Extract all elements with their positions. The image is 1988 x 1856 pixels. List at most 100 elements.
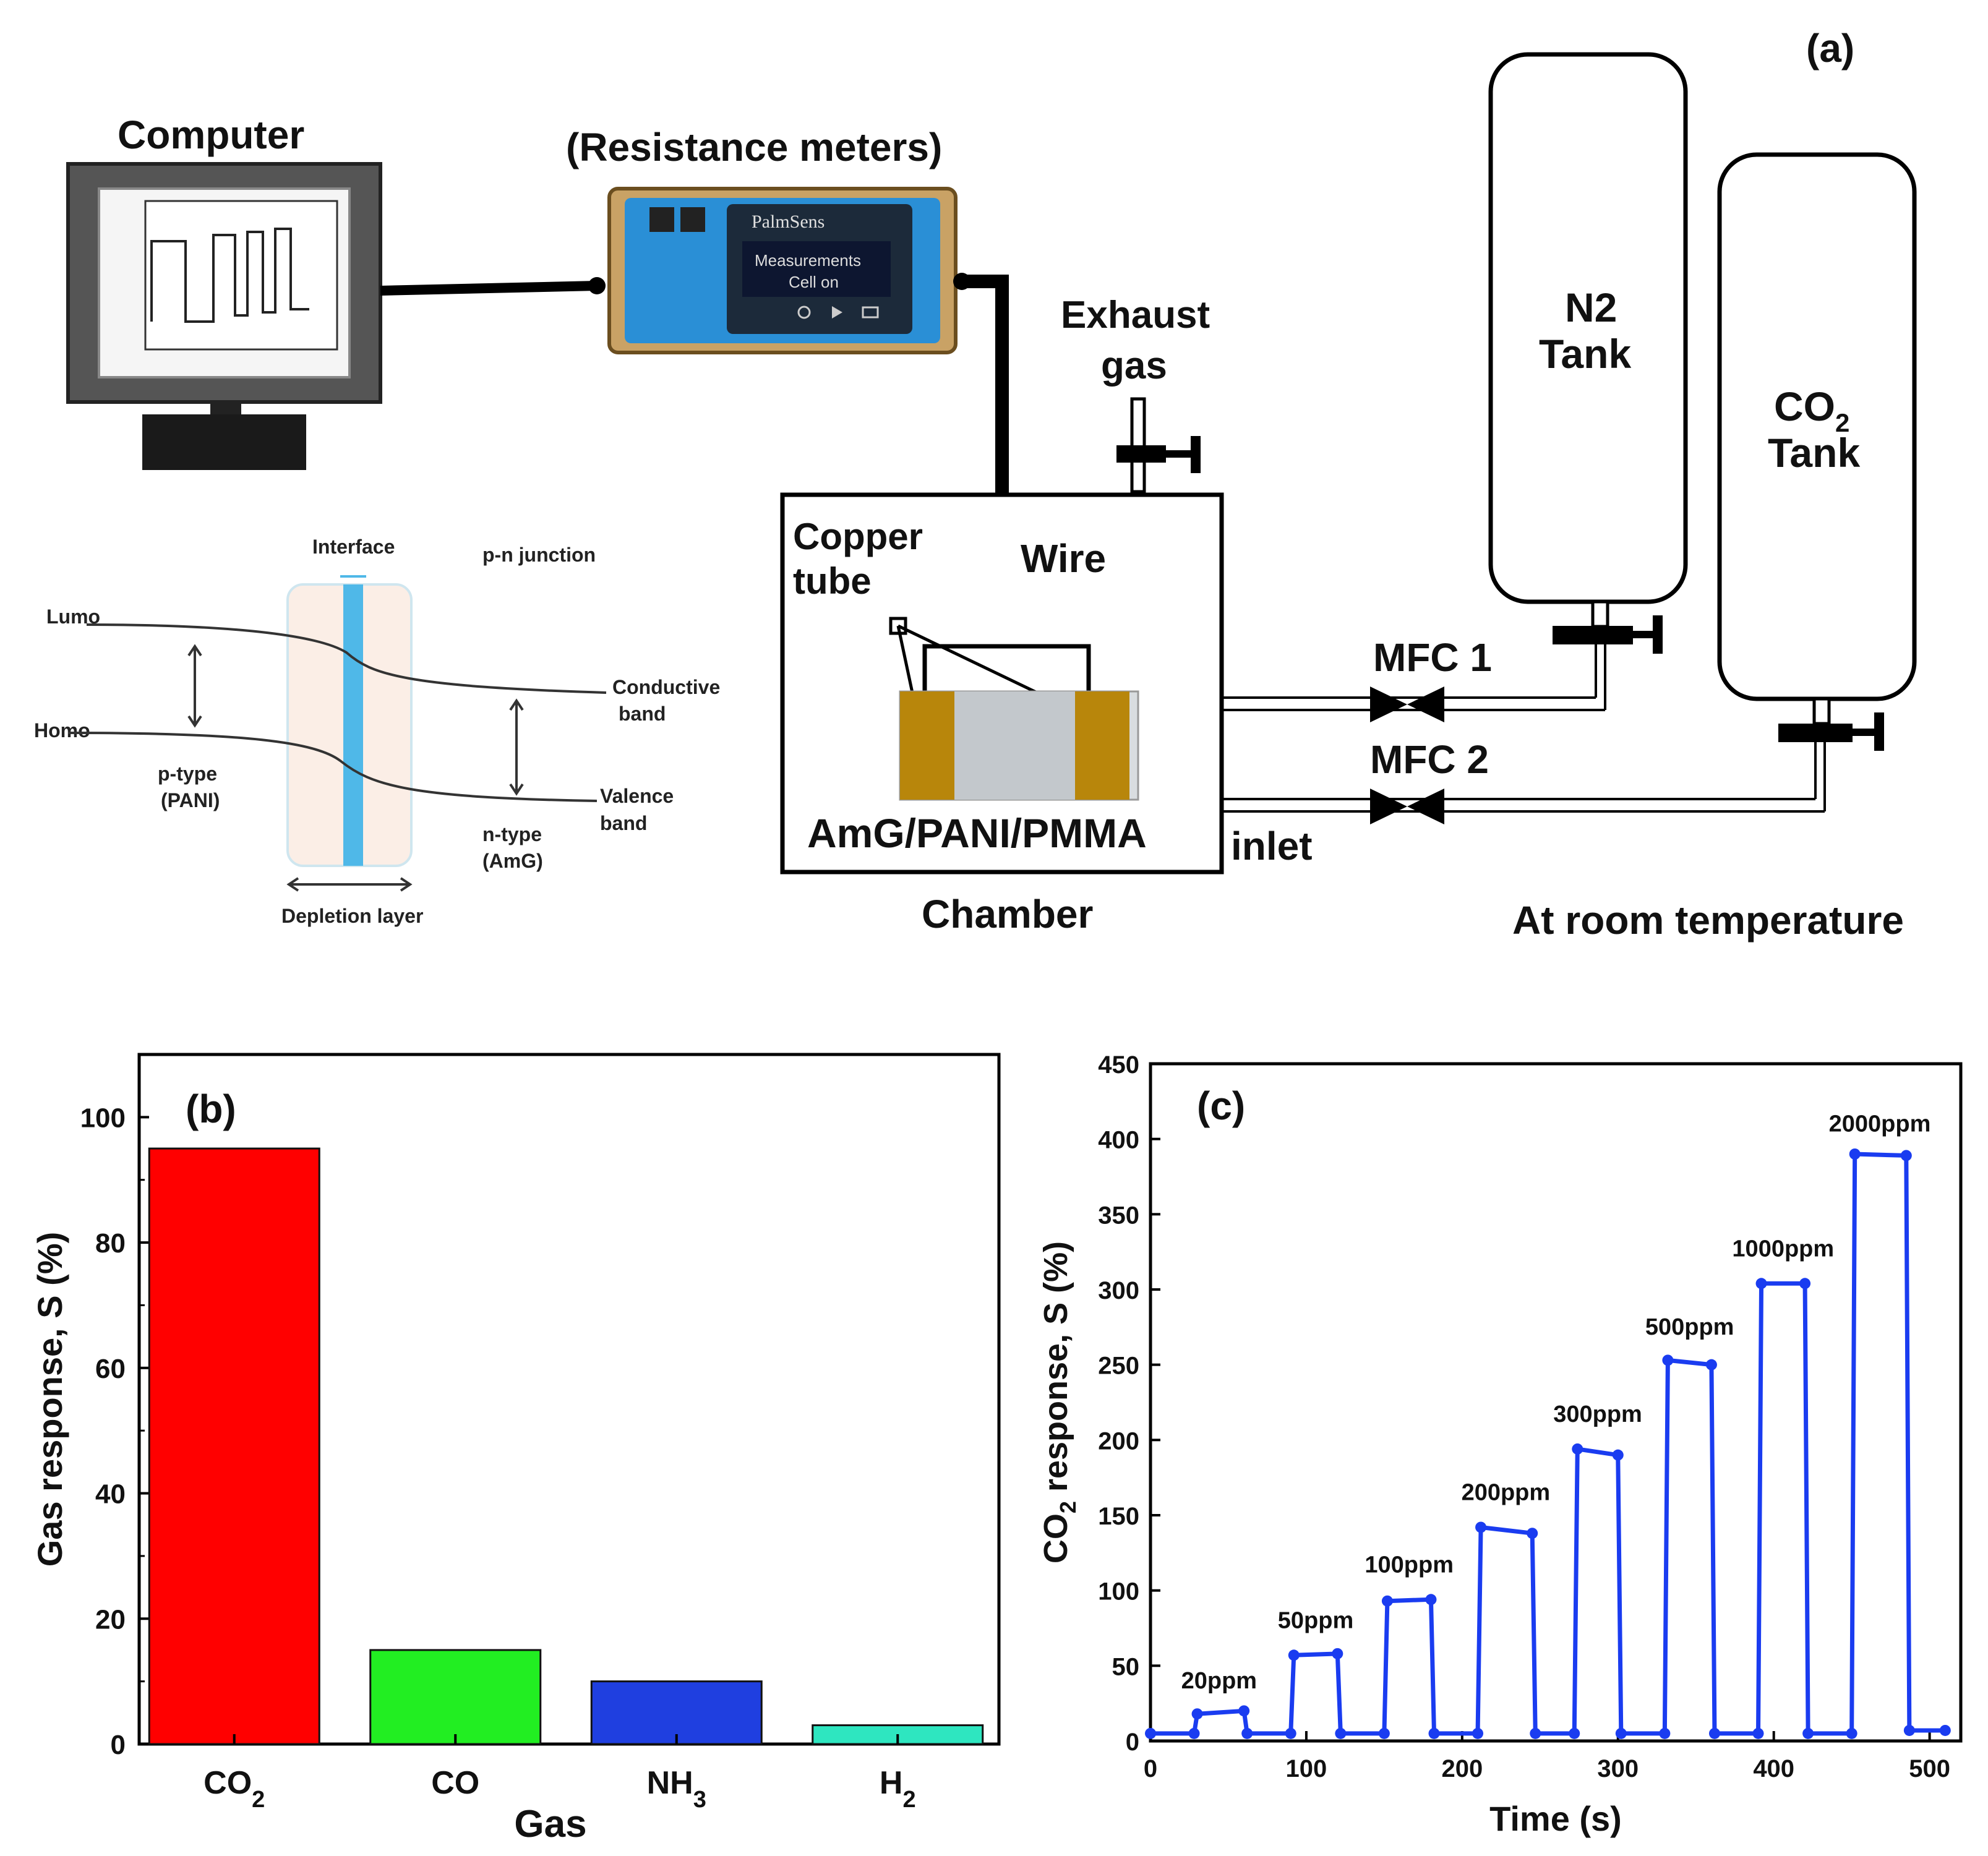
data-point — [1145, 1727, 1156, 1739]
n2-tank-line2: Tank — [1539, 331, 1631, 377]
data-point — [1708, 1727, 1720, 1739]
inlet-label: inlet — [1231, 824, 1313, 868]
concentration-label: 50ppm — [1278, 1608, 1353, 1634]
valence-label-2: band — [600, 812, 647, 834]
chart-c-frame — [1149, 1062, 1963, 1743]
ntype-label-1: n-type — [482, 823, 542, 845]
data-point — [1615, 1727, 1627, 1739]
x-tick-label: 300 — [1597, 1755, 1639, 1782]
response-series-line — [1150, 1152, 1945, 1736]
data-point — [1527, 1528, 1538, 1539]
category-label-co2: CO2 — [204, 1765, 265, 1813]
data-point — [1569, 1727, 1580, 1739]
sample-holder — [889, 617, 1139, 801]
data-point — [1802, 1727, 1814, 1739]
y-tick-label: 50 — [1112, 1653, 1140, 1680]
y-tick-label: 0 — [111, 1730, 126, 1760]
wire-label: Wire — [1021, 536, 1106, 581]
valence-label-1: Valence — [600, 785, 674, 807]
y-tick-label: 20 — [95, 1604, 126, 1635]
ptype-label-2: (PANI) — [161, 789, 220, 811]
chart-b-x-axis-label: Gas — [514, 1803, 586, 1845]
interface-label: Interface — [312, 536, 395, 558]
data-point — [1381, 1595, 1393, 1607]
meter-screen-line1: Measurements — [755, 251, 861, 270]
chamber-box — [780, 492, 1224, 875]
data-point — [1188, 1727, 1200, 1739]
chart-c-panel-label: (c) — [1197, 1084, 1245, 1128]
exhaust-valve — [1116, 397, 1201, 494]
data-point — [1191, 1708, 1203, 1720]
data-point — [1238, 1705, 1250, 1717]
x-tick-label: 400 — [1753, 1755, 1794, 1782]
data-point — [1475, 1521, 1487, 1533]
data-point — [1472, 1727, 1484, 1739]
n2-tank-valve — [1553, 600, 1663, 654]
co2-tank-valve — [1778, 697, 1884, 751]
bandgap-arrows — [187, 644, 524, 892]
y-tick-label: 450 — [1098, 1051, 1139, 1079]
y-tick-label: 200 — [1098, 1427, 1139, 1455]
data-point — [1662, 1354, 1674, 1366]
data-point — [1799, 1278, 1811, 1289]
data-point — [1241, 1727, 1253, 1739]
chart-c-y-axis-label: CO2 response, S (%) — [1037, 1241, 1081, 1563]
conductive-label-1: Conductive — [612, 676, 720, 698]
data-cable — [380, 281, 598, 296]
concentration-label: 2000ppm — [1829, 1111, 1931, 1137]
meter-label: (Resistance meters) — [566, 125, 942, 169]
panel-a-setup-diagram: (a) Computer (Resistance meters) PalmSen… — [66, 26, 1917, 943]
x-tick-label: 500 — [1909, 1755, 1950, 1782]
data-point — [1428, 1727, 1440, 1739]
panel-a-label: (a) — [1806, 26, 1854, 71]
x-tick-label: 100 — [1286, 1755, 1327, 1782]
chart-b-y-axis-label: Gas response, S (%) — [30, 1232, 69, 1567]
category-label-co: CO — [431, 1765, 479, 1801]
concentration-label: 100ppm — [1365, 1552, 1454, 1578]
meter-brand: PalmSens — [752, 212, 825, 232]
y-tick-label: 100 — [1098, 1578, 1139, 1606]
data-point — [1530, 1727, 1541, 1739]
x-tick-label: 0 — [1144, 1755, 1157, 1782]
depletion-label: Depletion layer — [281, 905, 423, 927]
x-tick-label: 200 — [1441, 1755, 1483, 1782]
data-point — [1335, 1727, 1347, 1739]
y-tick-label: 350 — [1098, 1202, 1139, 1229]
valence-band-line — [67, 732, 598, 802]
band-diagram: Interface p-n junction Lumo Homo Conduct… — [34, 536, 720, 927]
chart-c-annotations: 20ppm50ppm100ppm200ppm300ppm500ppm1000pp… — [1181, 1111, 1931, 1694]
chart-b-bars — [148, 1147, 984, 1745]
gas-lines — [1222, 618, 1826, 813]
concentration-label: 1000ppm — [1732, 1236, 1834, 1262]
ntype-label-2: (AmG) — [482, 850, 543, 872]
pn-junction-label: p-n junction — [482, 544, 596, 566]
bar-co2 — [148, 1147, 320, 1745]
homo-label: Homo — [34, 719, 90, 742]
concentration-label: 20ppm — [1181, 1668, 1257, 1694]
sample-label: AmG/PANI/PMMA — [807, 810, 1147, 856]
data-point — [1846, 1727, 1857, 1739]
n2-tank — [1488, 52, 1688, 604]
y-tick-label: 0 — [1126, 1729, 1139, 1756]
exhaust-label-2: gas — [1101, 344, 1167, 387]
concentration-label: 300ppm — [1553, 1401, 1642, 1427]
data-point — [1752, 1727, 1764, 1739]
conduction-band-line — [86, 623, 607, 694]
n2-tank-line1: N2 — [1565, 284, 1617, 330]
co2-tank-line1: CO2 — [1774, 383, 1849, 437]
chart-c-series — [1145, 1148, 1951, 1739]
co2-tank-line2: Tank — [1768, 430, 1860, 476]
y-tick-label: 400 — [1098, 1127, 1139, 1154]
data-point — [1425, 1594, 1437, 1606]
data-point — [1572, 1443, 1583, 1455]
mfc2-valve-icon — [1370, 789, 1444, 824]
chart-b-panel-label: (b) — [186, 1087, 236, 1131]
data-point — [1900, 1150, 1912, 1161]
mfc1-label: MFC 1 — [1373, 635, 1492, 680]
copper-label-1: Copper — [793, 516, 923, 557]
